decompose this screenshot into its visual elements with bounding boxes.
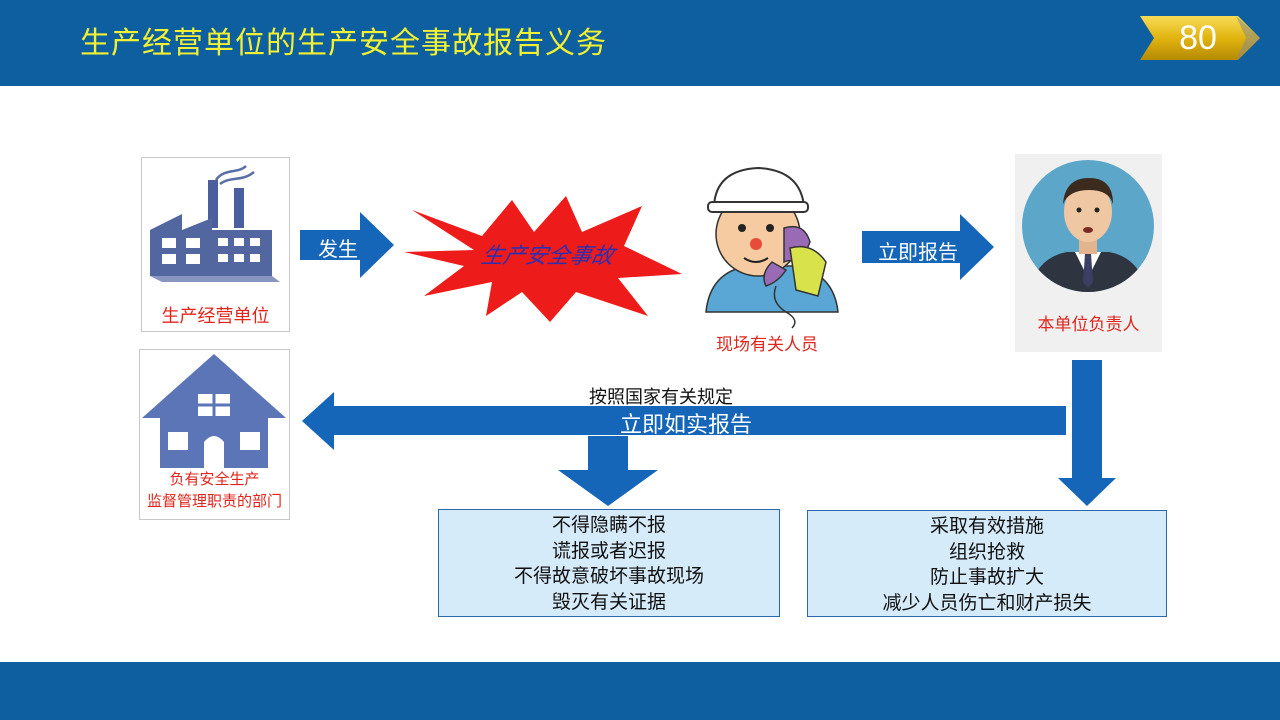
worker-on-phone-icon: [705, 166, 839, 329]
accident-starburst-icon: [404, 196, 682, 322]
accident-label: 生产安全事故: [478, 244, 617, 269]
report-truthfully-label: 立即如实报告: [620, 413, 753, 438]
report-arrow: [862, 214, 994, 280]
prohibition-item: 谎报或者迟报: [551, 539, 666, 562]
down-arrow-right: [1058, 360, 1116, 506]
department-card: 负有安全生产 监督管理职责的部门: [139, 349, 290, 520]
factory-icon: [150, 165, 280, 282]
measures-box: 采取有效措施 组织抢救 防止事故扩大 减少人员伤亡和财产损失: [807, 510, 1167, 617]
department-label-line2: 监督管理职责的部门: [146, 492, 282, 510]
down-arrow-middle: [558, 436, 658, 506]
leader-label: 本单位负责人: [1037, 315, 1140, 335]
onsite-label: 现场有关人员: [716, 335, 818, 355]
prohibition-item: 不得故意破坏事故现场: [513, 565, 704, 587]
house-icon: [142, 354, 286, 468]
occur-label: 发生: [318, 237, 358, 261]
unit-label: 生产经营单位: [161, 306, 270, 327]
leader-card: 本单位负责人: [1015, 154, 1162, 352]
page-title: 生产经营单位的生产安全事故报告义务: [80, 26, 607, 61]
department-label-line1: 负有安全生产: [169, 470, 260, 488]
report-truthfully-arrow: [302, 392, 1066, 450]
regulation-note: 按照国家有关规定: [589, 387, 733, 408]
prohibition-item: 不得隐瞒不报: [551, 514, 666, 536]
measure-item: 组织抢救: [948, 540, 1025, 563]
measure-item: 减少人员伤亡和财产损失: [882, 591, 1092, 614]
measure-item: 采取有效措施: [929, 515, 1044, 537]
page-number-badge: [1140, 16, 1260, 60]
prohibition-item: 毁灭有关证据: [551, 590, 666, 613]
page-number: 80: [1179, 19, 1217, 57]
unit-card: 生产经营单位: [141, 157, 290, 332]
footer-bar: [0, 662, 1280, 720]
header-bar: [0, 0, 1280, 86]
measure-item: 防止事故扩大: [929, 566, 1044, 588]
prohibitions-box: 不得隐瞒不报 谎报或者迟报 不得故意破坏事故现场 毁灭有关证据: [438, 509, 780, 617]
businessman-avatar-icon: [1022, 160, 1154, 292]
occur-arrow: [300, 212, 394, 278]
report-label: 立即报告: [878, 240, 958, 264]
